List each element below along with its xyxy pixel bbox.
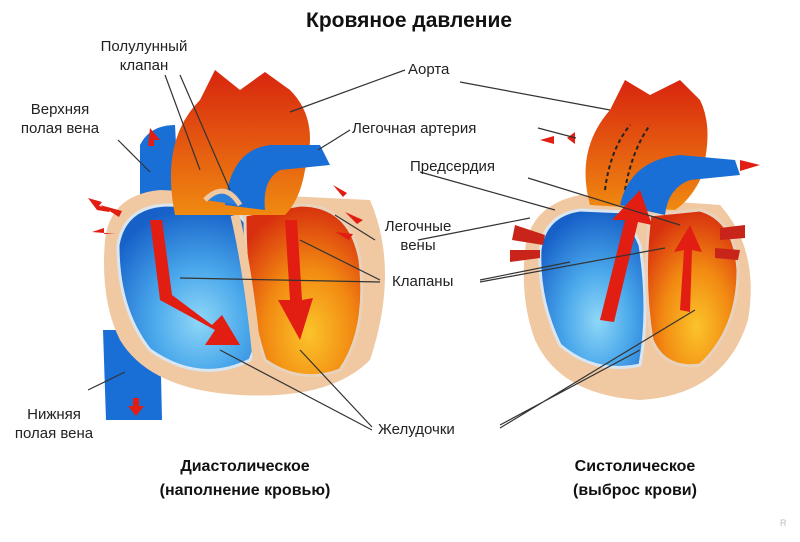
label-inferior-vena-cava: Нижняя полая вена [14, 406, 94, 442]
outflow-arrows [540, 132, 760, 171]
label-pulmonary-artery: Легочная артерия [352, 120, 477, 137]
aorta [170, 70, 310, 215]
watermark: R [780, 518, 787, 528]
left-ventricle [243, 203, 364, 378]
leader-lines [87, 69, 696, 431]
diastolic-heart [88, 70, 385, 420]
caption-systolic: Систолическое (выброс крови) [573, 458, 697, 499]
diagram-title: Кровяное давление [306, 9, 513, 32]
label-ventricles: Желудочки [378, 421, 455, 438]
label-superior-vena-cava: Верхняя полая вена [20, 101, 100, 137]
flow-arrow [600, 190, 652, 322]
flow-arrow [150, 220, 240, 345]
pulmonary-artery [620, 155, 740, 215]
label-valves: Клапаны [392, 273, 454, 290]
inflow-arrows [88, 128, 363, 416]
pulmonary-artery [225, 145, 330, 210]
label-aorta: Аорта [408, 61, 450, 78]
label-semilunar-valve: Полулунный клапан [100, 38, 188, 74]
label-pulmonary-veins: Легочные вены [384, 218, 452, 254]
label-atria: Предсердия [410, 158, 495, 175]
flow-arrow [674, 225, 702, 312]
systolic-heart [510, 80, 760, 400]
caption-diastolic: Диастолическое (наполнение кровью) [159, 458, 331, 499]
